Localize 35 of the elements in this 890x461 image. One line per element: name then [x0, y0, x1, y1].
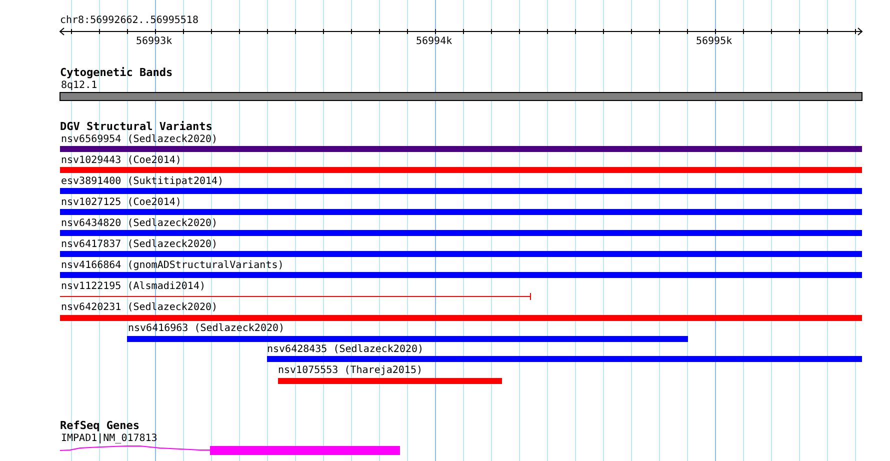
variant-bar [60, 167, 862, 173]
track-title: DGV Structural Variants [60, 121, 212, 133]
variant-line [60, 292, 532, 300]
variant-bar [60, 315, 862, 321]
track-title: Cytogenetic Bands [60, 67, 173, 79]
feature-label: esv3891400 (Suktitipat2014) [61, 176, 224, 188]
region-coordinates: chr8:56992662..56995518 [60, 15, 198, 27]
variant-bar [127, 336, 688, 342]
scale-tick-label: 56993k [136, 36, 172, 48]
variant-bar [60, 146, 862, 152]
variant-bar [60, 188, 862, 194]
scale-tick-label: 56994k [416, 36, 452, 48]
feature-label: nsv6434820 (Sedlazeck2020) [61, 218, 218, 230]
feature-label: nsv6420231 (Sedlazeck2020) [61, 302, 218, 314]
feature-label: IMPAD1|NM_017813 [61, 433, 158, 445]
scale-tick-label: 56995k [696, 36, 732, 48]
feature-label: nsv6428435 (Sedlazeck2020) [267, 344, 424, 356]
feature-label: nsv6417837 (Sedlazeck2020) [61, 239, 218, 251]
feature-label: nsv1029443 (Coe2014) [61, 155, 182, 167]
feature-label: nsv1122195 (Alsmadi2014) [61, 281, 206, 293]
feature-label: nsv4166864 (gnomADStructuralVariants) [61, 260, 284, 272]
variant-bar [278, 378, 502, 384]
variant-bar [60, 251, 862, 257]
feature-label: nsv1027125 (Coe2014) [61, 197, 182, 209]
feature-label: 8q12.1 [61, 80, 98, 92]
variant-bar [60, 272, 862, 278]
track-title: RefSeq Genes [60, 420, 140, 432]
feature-label: nsv6416963 (Sedlazeck2020) [128, 323, 285, 335]
feature-label: nsv6569954 (Sedlazeck2020) [61, 134, 218, 146]
gene-model [60, 446, 400, 455]
variant-bar [267, 356, 862, 362]
variant-bar [60, 209, 862, 215]
variant-bar [60, 230, 862, 236]
cytoband-bar [60, 92, 862, 101]
feature-label: nsv1075553 (Thareja2015) [278, 365, 422, 377]
